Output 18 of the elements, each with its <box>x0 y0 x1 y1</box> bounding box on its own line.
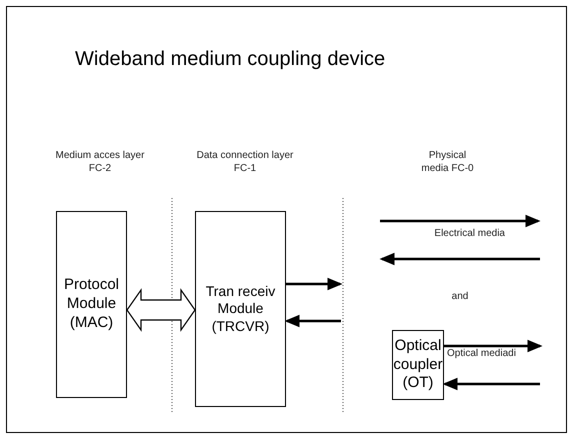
module-box <box>195 211 286 407</box>
layer-label: and <box>450 291 470 304</box>
double-arrow <box>126 288 196 332</box>
module-label: Optical coupler (OT) <box>393 336 443 394</box>
layer-label: Electrical media <box>433 228 505 240</box>
arrow <box>444 340 542 352</box>
layer-label: Physical media FC-0 <box>420 150 475 175</box>
title: Wideband medium coupling device <box>75 48 386 71</box>
arrow <box>286 278 342 290</box>
arrow <box>442 378 540 390</box>
layer-label: Medium acces layer FC-2 <box>55 150 145 175</box>
module-box <box>56 211 127 398</box>
layer-label: Optical mediadi <box>447 348 517 360</box>
module-box <box>392 330 444 400</box>
arrow <box>284 314 341 328</box>
module-label: Protocol Module (MAC) <box>62 276 120 333</box>
module-label: Tran receiv Module (TRCVR) <box>204 282 276 336</box>
layer-label: Data connection layer FC-1 <box>196 150 294 175</box>
